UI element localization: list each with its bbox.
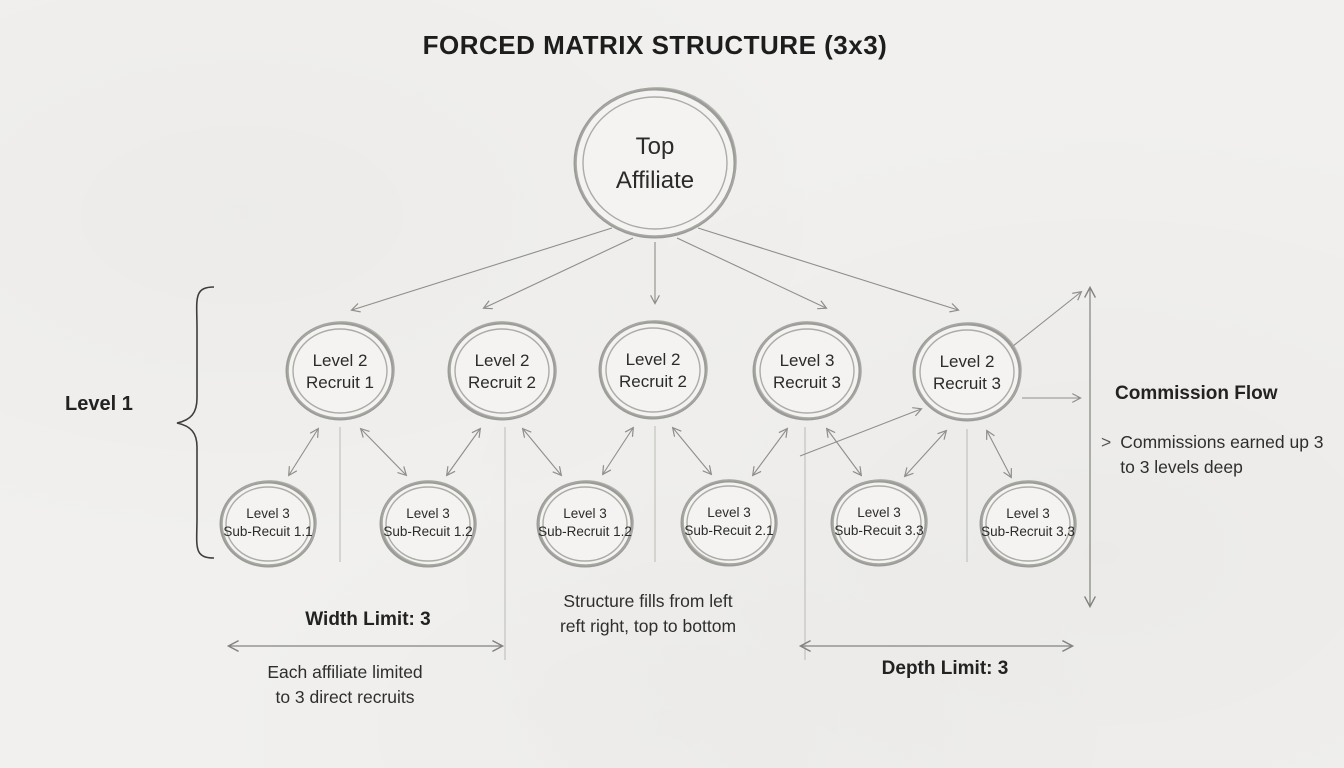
node-label: Recruit 1 [306, 373, 374, 392]
node-level3-1: Level 3 Sub-Recuit 1.1 [219, 480, 317, 568]
node-label: Recruit 3 [933, 374, 1001, 393]
node-top-affiliate: Top Affiliate [573, 87, 737, 239]
node-label: Level 2 [475, 351, 530, 370]
node-label: Level 3 [780, 351, 835, 370]
node-level2-4: Level 3 Recruit 3 [752, 321, 862, 421]
node-level3-3: Level 3 Sub-Recruit 1.2 [536, 480, 634, 568]
fill-rule-line2: reft right, top to bottom [559, 616, 737, 636]
commission-note-text: Commissions earned up 3 to 3 levels deep [1120, 430, 1323, 480]
arrow-l2l3 [359, 427, 408, 477]
node-label: Level 3 [563, 506, 607, 521]
arrow-l2l3 [288, 427, 319, 477]
root-to-level2-arrows [350, 227, 960, 313]
arrow-l2l3 [986, 429, 1012, 479]
commission-arrows [799, 288, 1090, 606]
node-level3-5: Level 3 Sub-Recuit 3.3 [830, 479, 928, 567]
arrow-to-flow-top [1002, 290, 1083, 355]
node-label: Level 3 [246, 506, 290, 521]
arrow-l2l3 [445, 427, 482, 477]
node-label: Level 3 [1006, 506, 1050, 521]
level1-bracket-label: Level 1 [65, 393, 133, 415]
arrow-l2l3 [521, 427, 563, 477]
diagram-title: FORCED MATRIX STRUCTURE (3x3) [422, 30, 888, 60]
node-label: Recruit 2 [619, 372, 687, 391]
node-label: Affiliate [616, 167, 694, 194]
node-label: Level 2 [940, 352, 995, 371]
guide-lines [339, 426, 968, 660]
node-label: Recruit 3 [773, 373, 841, 392]
depth-limit-label: Depth Limit: 3 [881, 658, 1009, 679]
node-level2-3: Level 2 Recruit 2 [598, 320, 708, 420]
arrow-l2l3 [601, 426, 635, 476]
node-level3-2: Level 3 Sub-Recuit 1.2 [379, 480, 477, 568]
arrow-root-l2-5 [697, 227, 960, 313]
width-limit-note: Each affiliate limited to 3 direct recru… [225, 660, 465, 710]
arrow-l2l3 [825, 427, 863, 477]
arrow-root-l2-1 [350, 227, 613, 313]
node-label: Level 3 [857, 505, 901, 520]
node-label: Level 3 [406, 506, 450, 521]
arrow-l2l3 [903, 429, 948, 478]
fill-rule-line1: Structure fills from left [563, 591, 733, 611]
fill-rule-note: Structure fills from left reft right, to… [518, 589, 778, 639]
node-label: Level 2 [626, 350, 681, 369]
commission-note-line2: to 3 levels deep [1120, 457, 1243, 477]
node-level2-2: Level 2 Recruit 2 [447, 321, 557, 421]
node-label: Sub-Recuit 2.1 [684, 523, 773, 538]
node-label: Sub-Recruit 1.2 [538, 524, 632, 539]
width-limit-label: Width Limit: 3 [305, 609, 431, 630]
node-level2-1: Level 2 Recruit 1 [285, 321, 395, 421]
node-label: Level 3 [707, 505, 751, 520]
node-label: Sub-Recuit 1.1 [223, 524, 312, 539]
arrow-to-l2-5 [799, 407, 923, 457]
width-note-line1: Each affiliate limited [267, 662, 423, 682]
node-label: Sub-Recuit 1.2 [383, 524, 472, 539]
commission-flow-note: > Commissions earned up 3 to 3 levels de… [1101, 430, 1324, 480]
commission-flow-title: Commission Flow [1115, 383, 1278, 404]
width-note-line2: to 3 direct recruits [275, 687, 415, 707]
bullet-marker: > [1101, 432, 1112, 452]
arrow-l2l3 [751, 427, 789, 477]
level1-brace [176, 286, 215, 559]
arrow-l2l3 [671, 426, 713, 476]
node-label: Sub-Recruit 3.3 [981, 524, 1075, 539]
commission-note-line1: Commissions earned up 3 [1120, 432, 1324, 452]
node-level3-6: Level 3 Sub-Recruit 3.3 [979, 480, 1077, 568]
node-label: Sub-Recuit 3.3 [834, 523, 923, 538]
level2-level3-arrows [288, 426, 1012, 479]
node-level2-5: Level 2 Recruit 3 [912, 322, 1022, 422]
node-label: Top [636, 133, 675, 160]
node-level3-4: Level 3 Sub-Recuit 2.1 [680, 479, 778, 567]
node-label: Level 2 [313, 351, 368, 370]
arrow-root-l2-2 [482, 237, 634, 310]
node-label: Recruit 2 [468, 373, 536, 392]
arrow-root-l2-4 [676, 237, 828, 310]
